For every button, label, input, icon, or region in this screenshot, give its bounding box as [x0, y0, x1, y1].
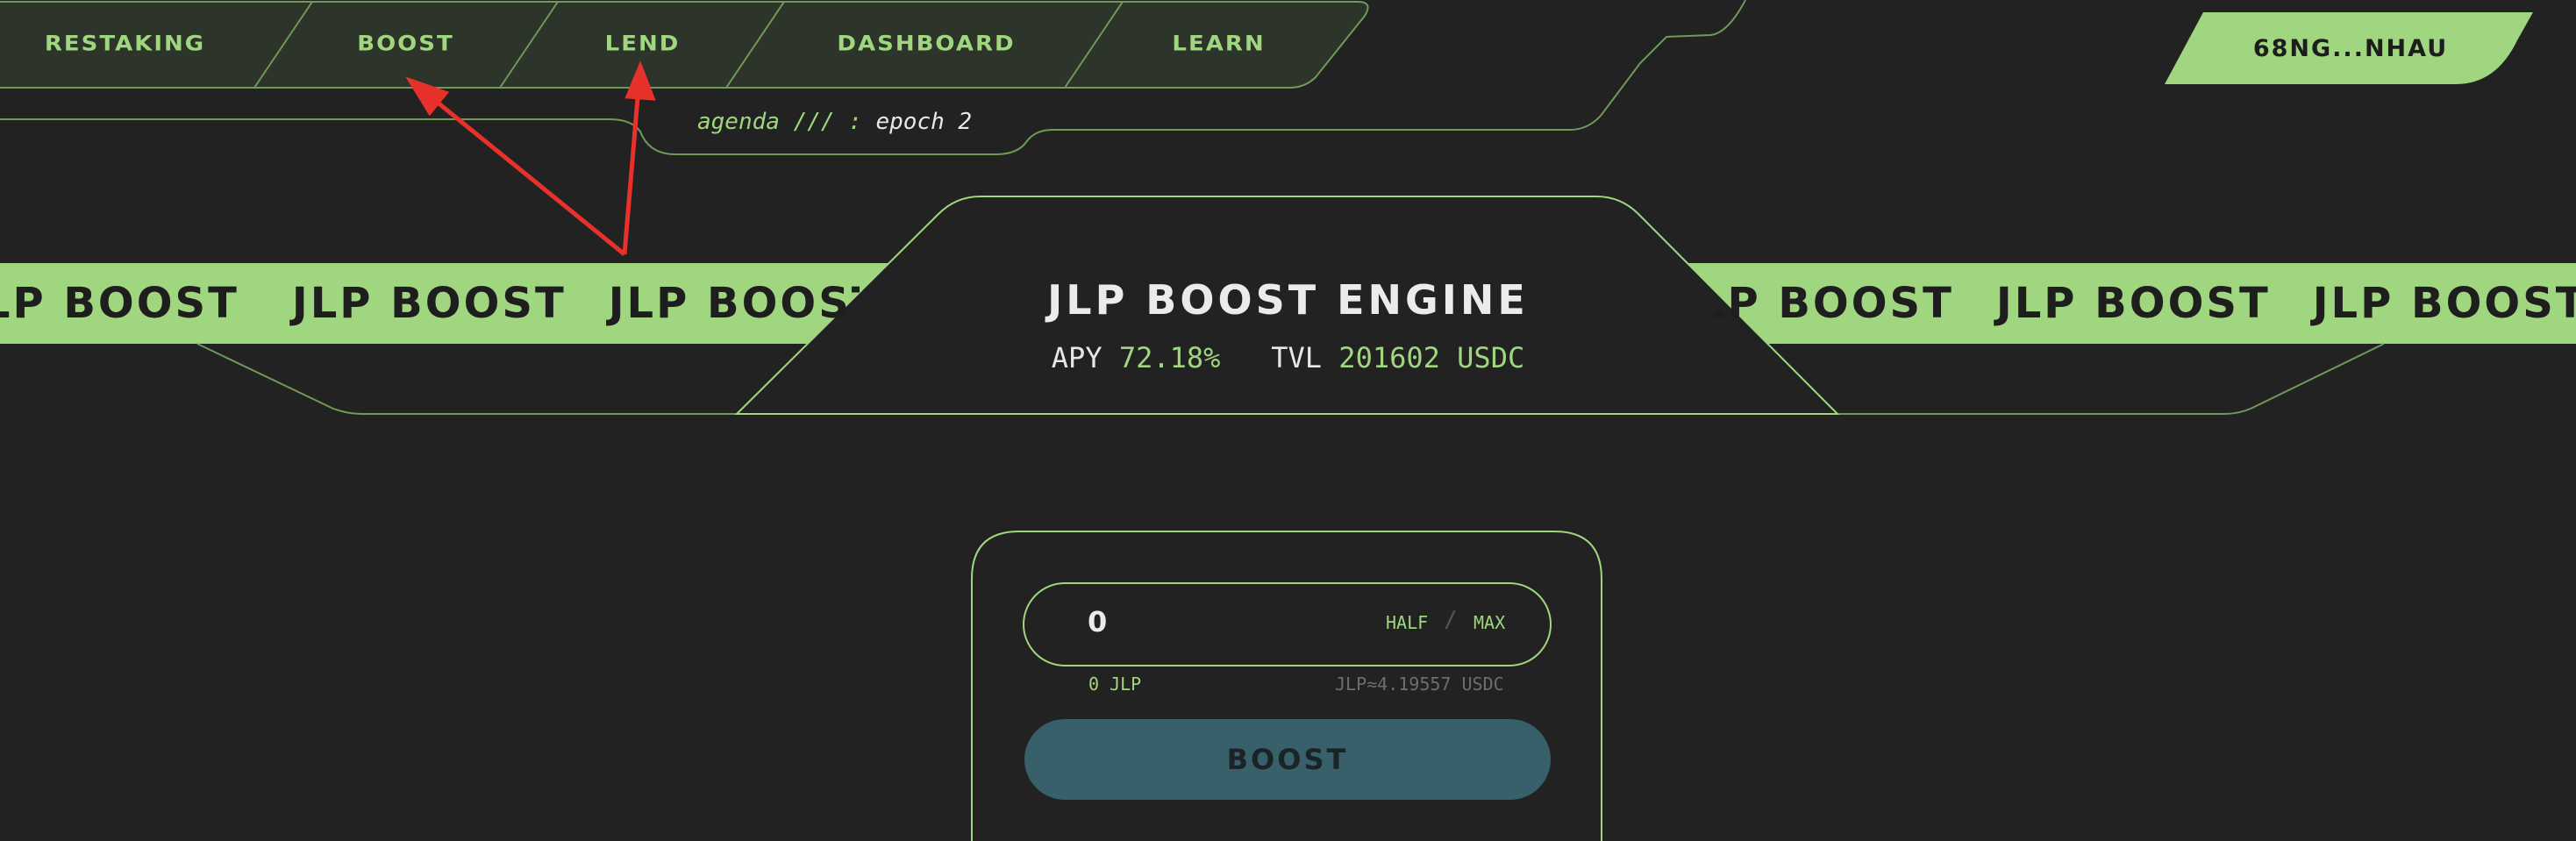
half-max-separator: /: [1444, 607, 1458, 633]
ticker-label: JLP BOOST: [0, 279, 239, 328]
max-button[interactable]: MAX: [1474, 612, 1506, 633]
nav-separator: [725, 1, 785, 89]
ticker-left: JLP BOOST JLP BOOST JLP BOOST: [0, 263, 860, 344]
nav-separator: [253, 1, 313, 89]
ticker-label: JLP BOOST: [1715, 279, 1954, 328]
annotation-arrows: [405, 61, 656, 256]
nav-item-learn[interactable]: LEARN: [1172, 32, 1266, 56]
nav-separator: [499, 1, 559, 89]
boost-button[interactable]: BOOST: [1024, 719, 1551, 800]
nav-item-lend[interactable]: LEND: [604, 32, 681, 56]
arrow-to-boost: [426, 93, 626, 256]
agenda-value: epoch 2: [875, 109, 973, 135]
agenda-tab: agenda /// : epoch 2: [697, 109, 972, 135]
jlp-balance: 0 JLP: [1088, 674, 1142, 695]
jlp-rate: JLP≈4.19557 USDC: [1335, 674, 1504, 695]
ticker-label: JLP BOOST: [1995, 279, 2271, 328]
arrow-to-lend: [622, 87, 641, 255]
ticker-label: JLP BOOST: [608, 279, 860, 328]
nav-separator: [1064, 1, 1124, 89]
wallet-button[interactable]: 68NG...NHAU: [2252, 34, 2449, 62]
ticker-label: JLP BOOST: [291, 279, 567, 328]
apy-label: APY: [1051, 341, 1102, 374]
half-button[interactable]: HALF: [1386, 612, 1429, 633]
nav-item-dashboard[interactable]: DASHBOARD: [837, 32, 1016, 56]
amount-input[interactable]: 0: [1088, 605, 1108, 638]
engine-title: JLP BOOST ENGINE: [1047, 276, 1529, 324]
apy-value: 72.18%: [1118, 341, 1221, 374]
agenda-label: agenda /// :: [697, 109, 862, 135]
ticker-right: JLP BOOST JLP BOOST JLP BOOST: [1715, 263, 2576, 344]
tvl-value: 201602 USDC: [1338, 341, 1525, 374]
ticker-label: JLP BOOST: [2312, 279, 2576, 328]
arrow-to-boost-head: [405, 76, 450, 117]
nav-item-restaking[interactable]: RESTAKING: [44, 32, 206, 56]
engine-stats: APY 72.18% TVL 201602 USDC: [0, 341, 2576, 374]
nav-item-boost[interactable]: BOOST: [357, 32, 454, 56]
tvl-label: TVL: [1271, 341, 1323, 374]
